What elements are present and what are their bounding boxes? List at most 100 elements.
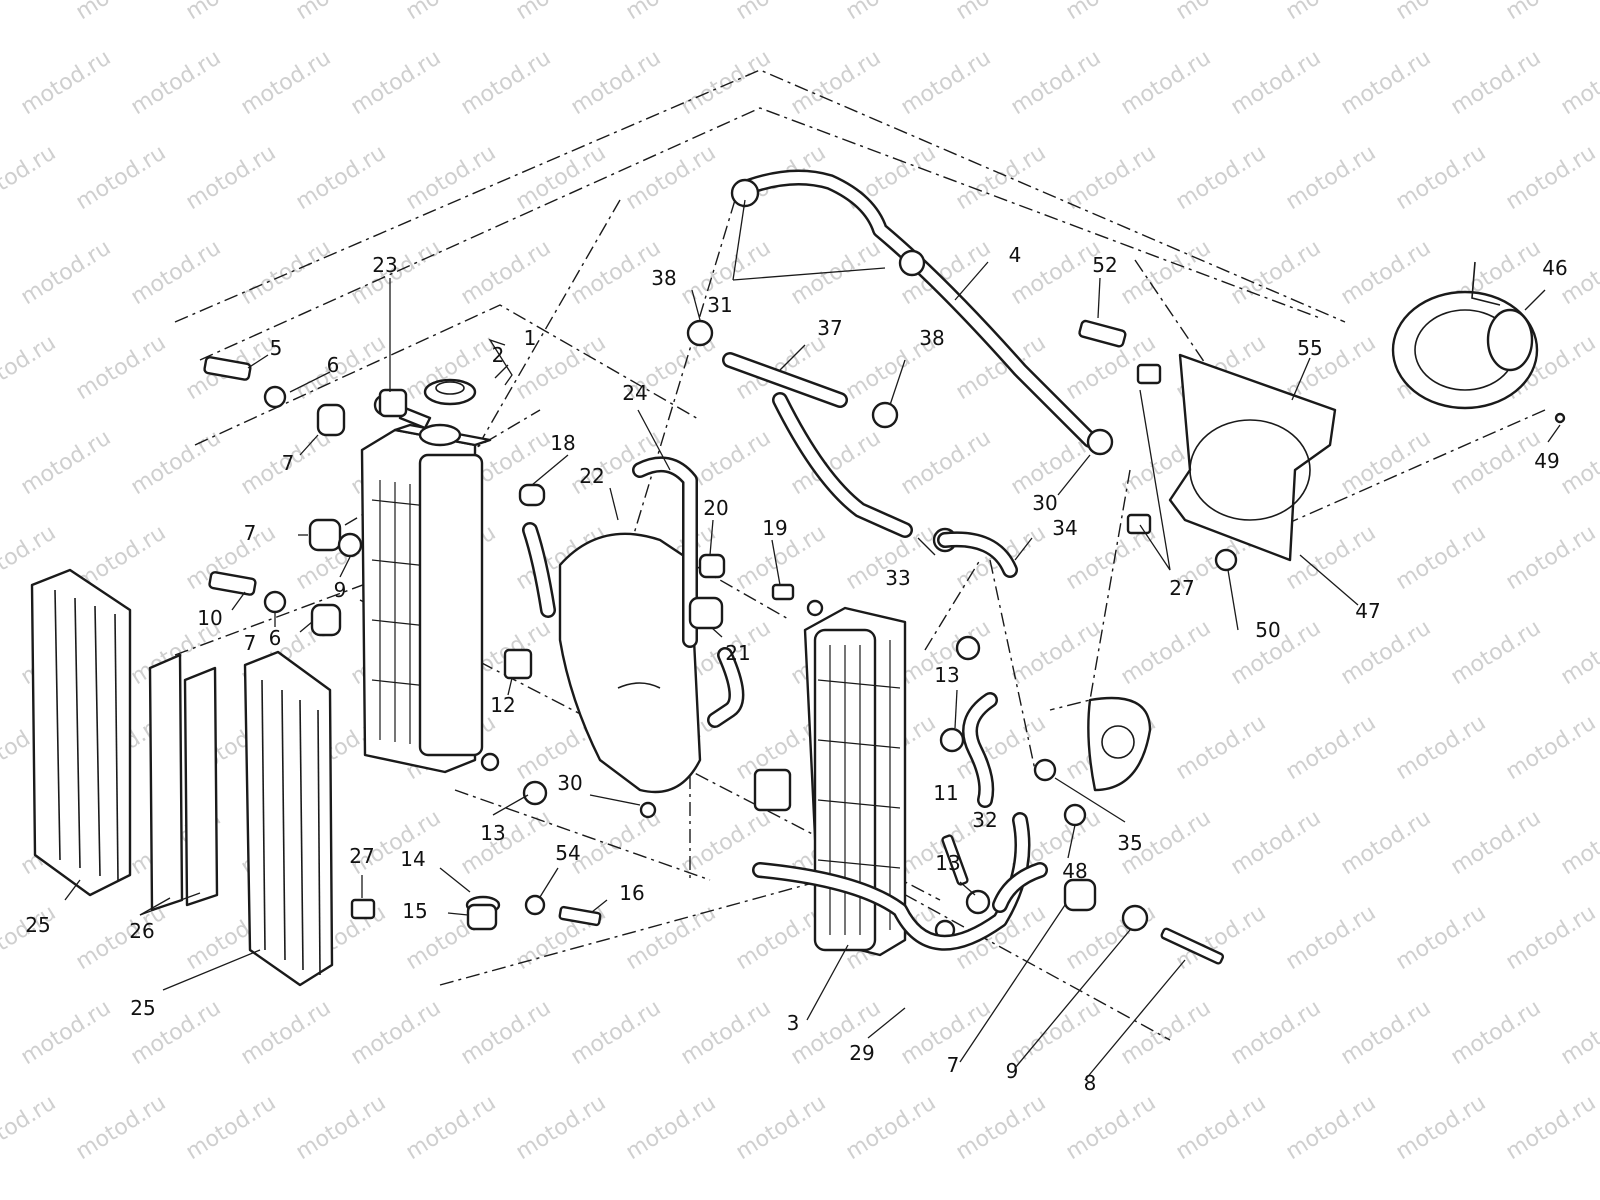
fan-shroud <box>1168 353 1337 562</box>
bolt-16 <box>558 905 602 927</box>
callout-label-c11: 11 <box>933 781 958 805</box>
watermark-text: motod.ru <box>1502 0 1600 25</box>
watermark-text: motod.ru <box>1447 805 1546 880</box>
watermark-text: motod.ru <box>347 805 446 880</box>
radiator-cap <box>423 378 477 406</box>
watermark-text: motod.ru <box>1007 995 1106 1070</box>
watermark-text: motod.ru <box>1282 900 1381 975</box>
callout-label-c14: 14 <box>400 847 425 871</box>
watermark-text: motod.ru <box>512 140 611 215</box>
watermark-text: motod.ru <box>567 45 666 120</box>
watermark-text: motod.ru <box>1502 710 1600 785</box>
watermark-text: motod.ru <box>1172 0 1271 25</box>
watermark-text: motod.ru <box>622 140 721 215</box>
callout-label-c30b: 30 <box>1032 491 1057 515</box>
watermark-text: motod.ru <box>0 330 60 405</box>
grommet-7a <box>316 403 346 437</box>
watermark-text: motod.ru <box>1392 0 1491 25</box>
callout-label-c50: 50 <box>1255 618 1280 642</box>
bolt-5 <box>203 356 252 381</box>
watermark-text: motod.ru <box>127 235 226 310</box>
watermark-text: motod.ru <box>1447 425 1546 500</box>
watermark-text: motod.ru <box>732 0 831 25</box>
callout-label-c38b: 38 <box>919 326 944 350</box>
leader-lines <box>64 199 1561 1081</box>
watermark-text: motod.ru <box>842 0 941 25</box>
callout-label-c46: 46 <box>1542 256 1567 280</box>
watermark-text: motod.ru <box>1502 1090 1600 1165</box>
watermark-text: motod.ru <box>1337 235 1436 310</box>
watermark-text: motod.ru <box>1337 45 1436 120</box>
watermark-text: motod.ru <box>1282 0 1381 25</box>
callout-label-c13c: 13 <box>935 851 960 875</box>
callout-label-c7c: 7 <box>244 631 257 655</box>
watermark-text: motod.ru <box>347 995 446 1070</box>
callout-label-c34: 34 <box>1052 516 1077 540</box>
elbow-fitting <box>937 531 1048 913</box>
watermark-text: motod.ru <box>1227 805 1326 880</box>
watermark-text: motod.ru <box>237 45 336 120</box>
clip-27c <box>1126 513 1152 535</box>
watermark-text: motod.ru <box>72 1090 171 1165</box>
watermark-text: motod.ru <box>732 1090 831 1165</box>
watermark-text: motod.ru <box>1502 520 1600 595</box>
callout-label-c20: 20 <box>703 496 728 520</box>
watermark-text: motod.ru <box>1062 140 1161 215</box>
hoses <box>522 169 1098 951</box>
callout-label-c35: 35 <box>1117 831 1142 855</box>
watermark-text: motod.ru <box>72 0 171 25</box>
callout-label-c7b: 7 <box>244 521 257 545</box>
connector-tube <box>722 352 913 538</box>
watermark-text: motod.ru <box>1447 45 1546 120</box>
callout-label-c33: 33 <box>885 566 910 590</box>
callout-label-c4: 4 <box>1009 243 1022 267</box>
callout-label-c27b: 27 <box>1169 576 1194 600</box>
watermark-text: motod.ru <box>842 1090 941 1165</box>
left-louver <box>30 568 132 897</box>
watermark-text: motod.ru <box>292 330 391 405</box>
watermark-text: motod.ru <box>1392 710 1491 785</box>
cooling-fan <box>1391 261 1566 424</box>
callout-label-c12: 12 <box>490 693 515 717</box>
watermark-text: motod.ru <box>897 45 996 120</box>
watermark-text: motod.ru <box>1337 615 1436 690</box>
watermark-text: motod.ru <box>1172 1090 1271 1165</box>
callout-label-c55: 55 <box>1297 336 1322 360</box>
foam-filters <box>148 653 219 912</box>
grommet-7c <box>310 603 342 637</box>
watermark-text: motod.ru <box>17 425 116 500</box>
callout-label-c31: 31 <box>707 293 732 317</box>
watermark-text: motod.ru <box>622 1090 721 1165</box>
watermark-text: motod.ru <box>72 330 171 405</box>
watermark-text: motod.ru <box>182 140 281 215</box>
watermark-text: motod.ru <box>182 1090 281 1165</box>
cap-18 <box>518 483 546 507</box>
radiator-filler-neck <box>418 423 462 447</box>
callout-label-c18: 18 <box>550 431 575 455</box>
watermark-text: motod.ru <box>1337 425 1436 500</box>
watermark-text: motod.ru <box>1557 995 1600 1070</box>
upper-hose-4 <box>732 169 1098 448</box>
watermark-text: motod.ru <box>1392 900 1491 975</box>
watermark-text: motod.ru <box>1282 710 1381 785</box>
callout-label-c1: 1 <box>524 326 537 350</box>
watermark-text: motod.ru <box>677 995 776 1070</box>
washer-9a <box>337 532 363 558</box>
callout-label-c54: 54 <box>555 841 580 865</box>
watermark-text: motod.ru <box>127 425 226 500</box>
collar-6b <box>263 590 287 614</box>
watermark-text: motod.ru <box>1062 1090 1161 1165</box>
watermark-text: motod.ru <box>1282 520 1381 595</box>
callout-label-c48: 48 <box>1062 859 1087 883</box>
watermark-text: motod.ru <box>512 0 611 25</box>
grommet-15 <box>466 903 498 931</box>
callout-label-c25b: 25 <box>130 996 155 1020</box>
watermark-text: motod.ru <box>237 995 336 1070</box>
watermark-text: motod.ru <box>457 805 556 880</box>
watermark-text: motod.ru <box>17 45 116 120</box>
watermark-text: motod.ru <box>1117 45 1216 120</box>
watermark-text: motod.ru <box>512 1090 611 1165</box>
bolt-8 <box>1160 927 1225 965</box>
callout-label-c2: 2 <box>492 343 505 367</box>
